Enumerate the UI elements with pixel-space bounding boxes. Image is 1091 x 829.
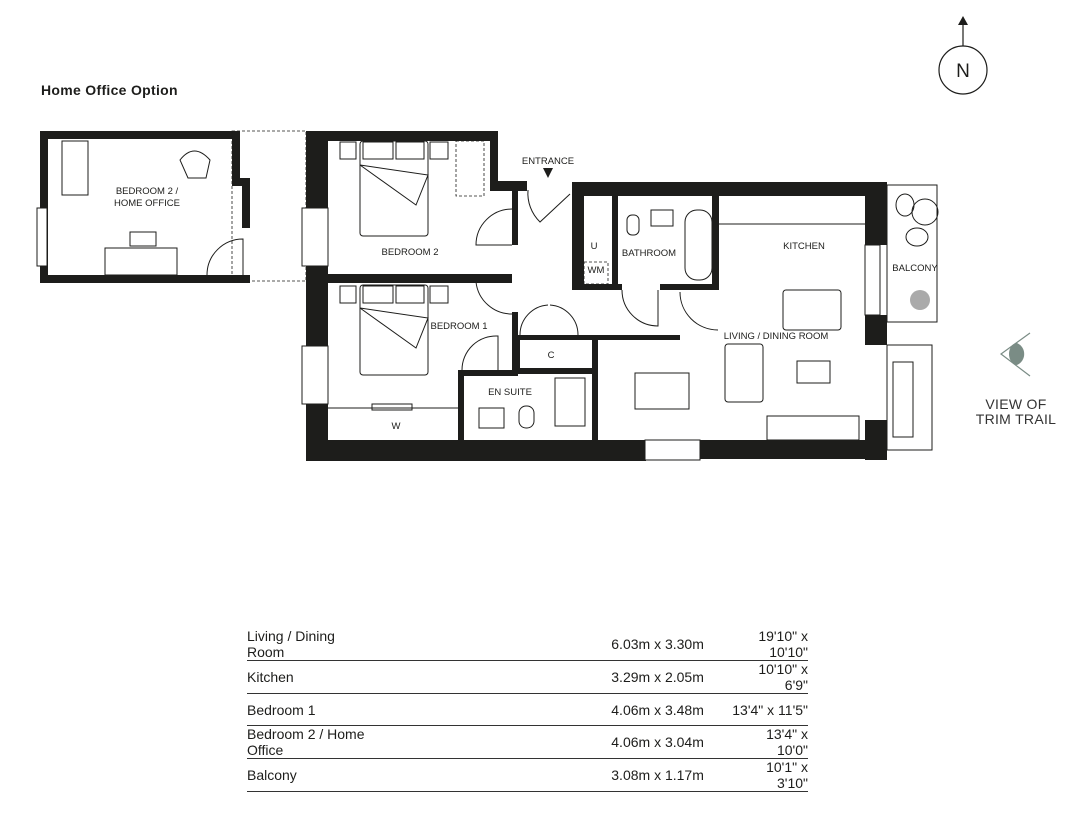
imperial: 19'10" x 10'10" [731,628,808,661]
room-label-bedroom2: BEDROOM 2 [381,247,438,258]
room-name: Kitchen [247,660,376,694]
room-label-kitchen: KITCHEN [783,241,825,252]
room-label-bedroom1: BEDROOM 1 [430,321,487,332]
view-line-2: TRIM TRAIL [975,411,1057,427]
furniture [339,140,939,451]
room-label-ensuite: EN SUITE [488,387,532,398]
entrance-label: ENTRANCE [522,156,574,167]
north-arrow-icon: N [938,16,988,95]
view-line-1: VIEW OF [985,396,1047,412]
room-label-office-2: HOME OFFICE [114,198,180,209]
doors [461,189,719,371]
room-label-living: LIVING / DINING ROOM [724,331,829,342]
wm-label: WM [588,265,605,276]
metric: 4.06m x 3.48m [375,693,732,726]
imperial: 13'4" x 10'0" [731,725,808,759]
room-name: Balcony [247,758,376,792]
room-name: Living / Dining Room [247,628,376,661]
room-label-wardrobe: W [392,421,401,432]
room-label-cupboard: C [548,350,555,361]
room-label-balcony: BALCONY [892,263,938,274]
room-name: Bedroom 2 / Home Office [247,725,376,759]
room-label-utility: U [591,241,598,252]
room-label-office-1: BEDROOM 2 / [116,186,179,197]
room-name: Bedroom 1 [247,693,376,726]
imperial: 10'1" x 3'10" [731,758,808,792]
imperial: 10'10" x 6'9" [731,660,808,694]
plan-title: Home Office Option [41,82,178,98]
compass-label: N [956,61,970,82]
apartment-walls [301,131,887,461]
imperial: 13'4" x 11'5" [731,693,808,726]
home-office-annex [36,130,307,283]
eye-icon [999,332,1031,377]
view-of-trim-trail: VIEW OF TRIM TRAIL [968,397,1064,427]
entrance-arrow-icon [543,168,553,178]
room-label-bathroom: BATHROOM [622,248,676,259]
metric: 3.08m x 1.17m [375,758,732,792]
metric: 4.06m x 3.04m [375,725,732,759]
metric: 3.29m x 2.05m [375,660,732,694]
metric: 6.03m x 3.30m [375,628,732,661]
